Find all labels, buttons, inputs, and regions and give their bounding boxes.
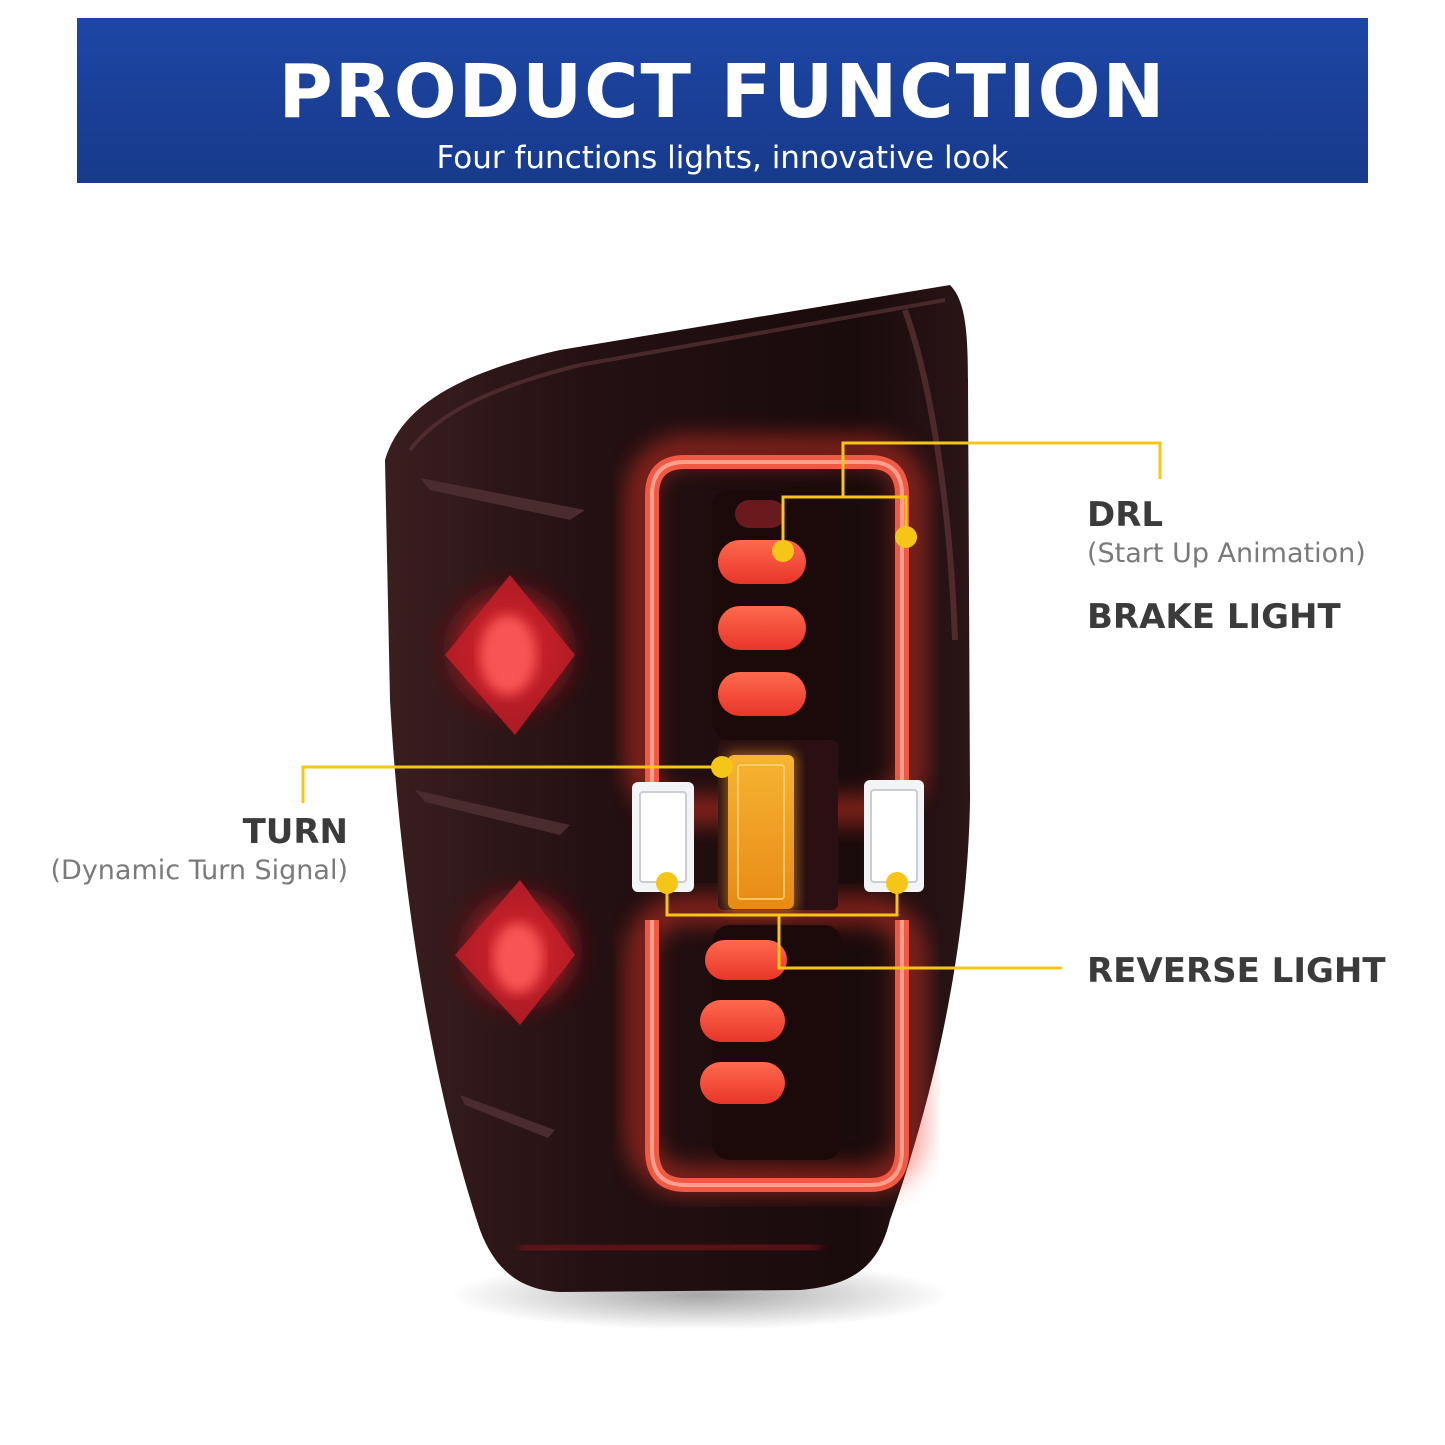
upper-reflector [440, 575, 580, 735]
callout-dots [656, 526, 917, 894]
turn-note: (Dynamic Turn Signal) [50, 855, 349, 886]
brake-light-label: BRAKE LIGHT [1087, 597, 1341, 637]
reverse-lights [632, 780, 924, 892]
header-banner: PRODUCT FUNCTION Four functions lights, … [77, 18, 1368, 183]
banner-subtitle: Four functions lights, innovative look [436, 140, 1009, 176]
lower-reflector [455, 880, 585, 1025]
reverse-light-label: REVERSE LIGHT [1087, 951, 1386, 991]
callout-lines [301, 441, 1162, 970]
drl-label: DRL [1087, 495, 1164, 535]
lower-led-bars [700, 940, 787, 1104]
drl-note: (Start Up Animation) [1087, 538, 1366, 569]
turn-signal [718, 740, 838, 912]
banner-title: PRODUCT FUNCTION [278, 49, 1167, 135]
turn-label: TURN [242, 812, 348, 852]
